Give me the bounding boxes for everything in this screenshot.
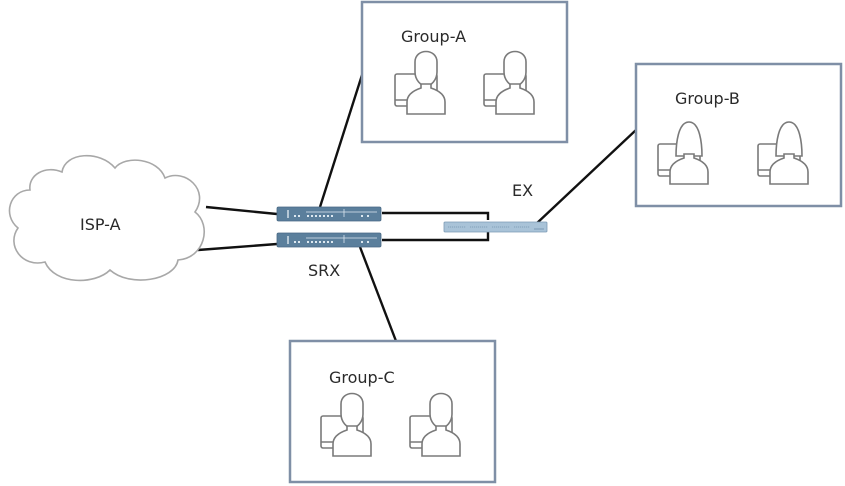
ex-switch: EX [443, 181, 548, 233]
srx-unit-2 [276, 232, 382, 248]
link-srx2-ex [382, 232, 490, 242]
link-isp-srx1 [205, 205, 278, 216]
srx-firewall: SRX [276, 206, 382, 280]
group-c-box: Group-C [288, 339, 497, 484]
srx-unit-1 [276, 206, 382, 222]
group-c-label: Group-C [329, 368, 395, 387]
link-isp-srx2 [197, 242, 278, 252]
group-b-label: Group-B [675, 89, 740, 108]
group-b-box: Group-B [634, 62, 843, 208]
isp-label: ISP-A [80, 215, 121, 234]
group-a-label: Group-A [401, 27, 466, 46]
group-a-box: Group-A [360, 0, 569, 144]
switch-icon [443, 221, 548, 233]
cloud-icon [8, 154, 205, 282]
link-srx-group-c [358, 246, 398, 342]
link-srx-group-a [318, 74, 364, 208]
ex-label: EX [512, 181, 533, 200]
srx-label: SRX [308, 261, 340, 280]
isp-cloud: ISP-A [8, 154, 205, 282]
link-srx1-ex [382, 211, 490, 220]
connections [197, 74, 637, 342]
link-ex-group-b [535, 129, 637, 225]
